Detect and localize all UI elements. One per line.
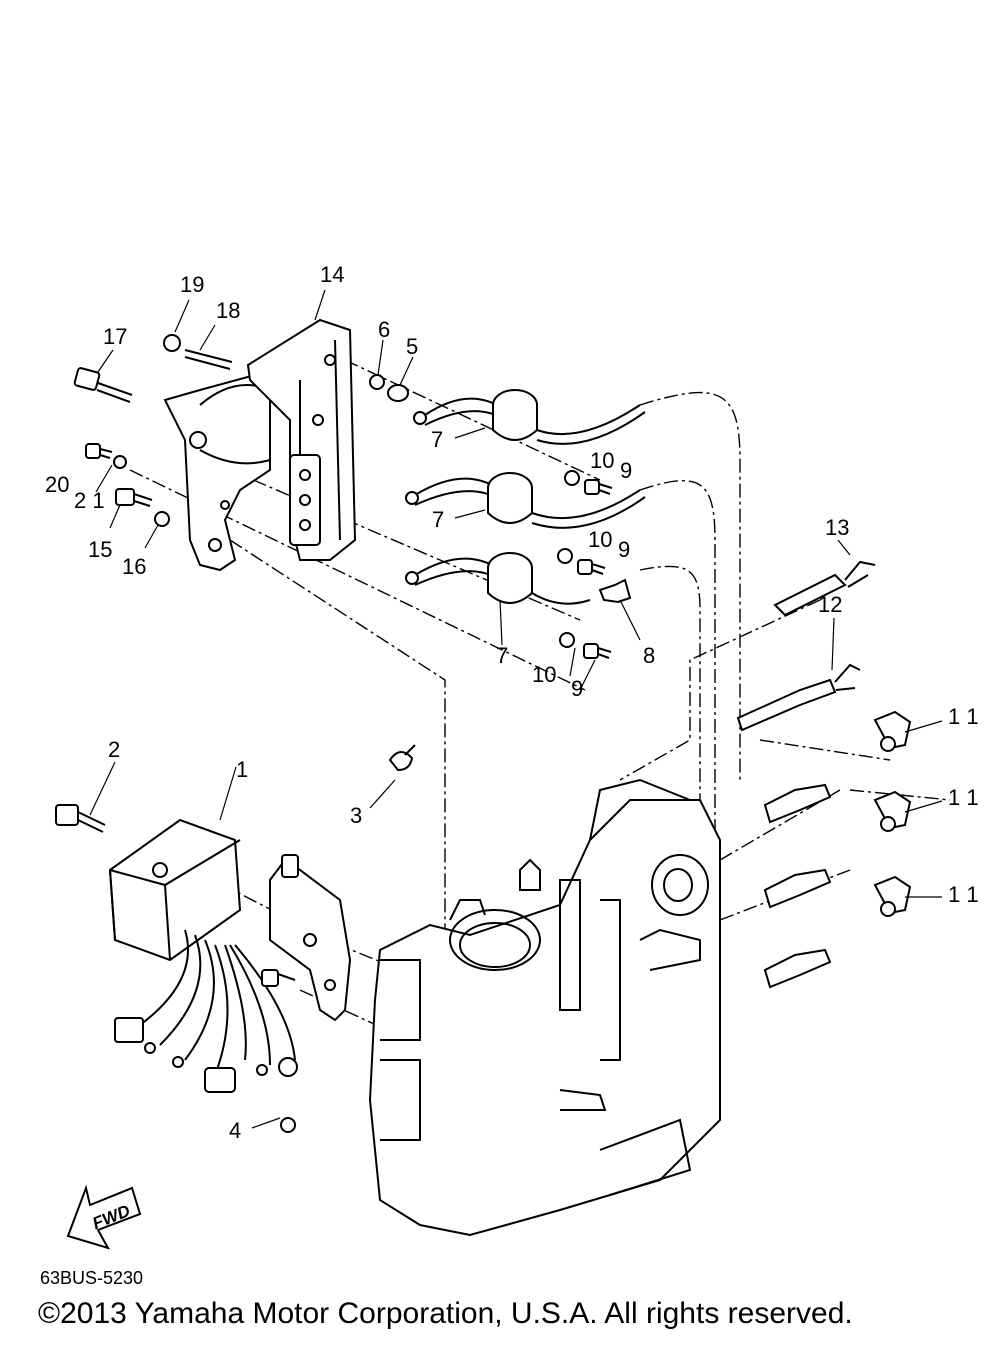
callout-7c: 7 xyxy=(496,643,508,668)
small-parts xyxy=(280,744,416,1133)
cdi-unit xyxy=(55,804,298,1093)
ignition-coil-2 xyxy=(405,472,646,529)
callout-6: 6 xyxy=(378,317,390,342)
callout-9b: 9 xyxy=(618,537,630,562)
callout-20: 20 xyxy=(45,472,69,497)
copyright-notice: ©2013 Yamaha Motor Corporation, U.S.A. A… xyxy=(38,1297,853,1330)
plug-caps xyxy=(873,710,912,917)
callout-5: 5 xyxy=(406,334,418,359)
leads xyxy=(736,560,876,732)
ignition-bracket xyxy=(163,318,357,572)
callout-19: 19 xyxy=(180,272,204,297)
leader-lines xyxy=(89,289,943,1129)
callout-7b: 7 xyxy=(432,507,444,532)
coil-fasteners xyxy=(557,470,632,659)
callout-16: 16 xyxy=(122,554,146,579)
callout-15: 15 xyxy=(88,537,112,562)
callout-17: 17 xyxy=(103,324,127,349)
drawing-code: 63BUS-5230 xyxy=(40,1268,144,1288)
callout-labels: 1 2 3 4 5 6 7 7 7 8 9 9 9 10 10 10 1 1 1… xyxy=(45,262,979,1143)
callout-2: 2 xyxy=(108,737,120,762)
fwd-arrow: FWD xyxy=(66,1184,142,1250)
callout-9a: 9 xyxy=(620,458,632,483)
callout-14: 14 xyxy=(320,262,344,287)
callout-18: 18 xyxy=(216,298,240,323)
callout-7a: 7 xyxy=(431,427,443,452)
callout-11b: 1 1 xyxy=(948,785,979,810)
callout-1: 1 xyxy=(236,757,248,782)
spark-plugs xyxy=(763,783,832,989)
callout-10c: 10 xyxy=(532,662,556,687)
callout-21: 2 1 xyxy=(74,488,105,513)
engine-block xyxy=(368,778,721,1237)
callout-13: 13 xyxy=(825,515,849,540)
callout-8: 8 xyxy=(643,643,655,668)
bracket-bolts xyxy=(73,334,409,527)
callout-9c: 9 xyxy=(571,676,583,701)
callout-4: 4 xyxy=(229,1118,241,1143)
callout-10a: 10 xyxy=(590,448,614,473)
ignition-coil-1 xyxy=(413,389,646,445)
callout-3: 3 xyxy=(350,803,362,828)
callout-12: 12 xyxy=(818,592,842,617)
callout-10b: 10 xyxy=(588,527,612,552)
callout-11c: 1 1 xyxy=(948,882,979,907)
callout-11a: 1 1 xyxy=(948,704,979,729)
ignition-coil-3 xyxy=(405,552,591,605)
cdi-mount-bracket xyxy=(261,854,352,1022)
